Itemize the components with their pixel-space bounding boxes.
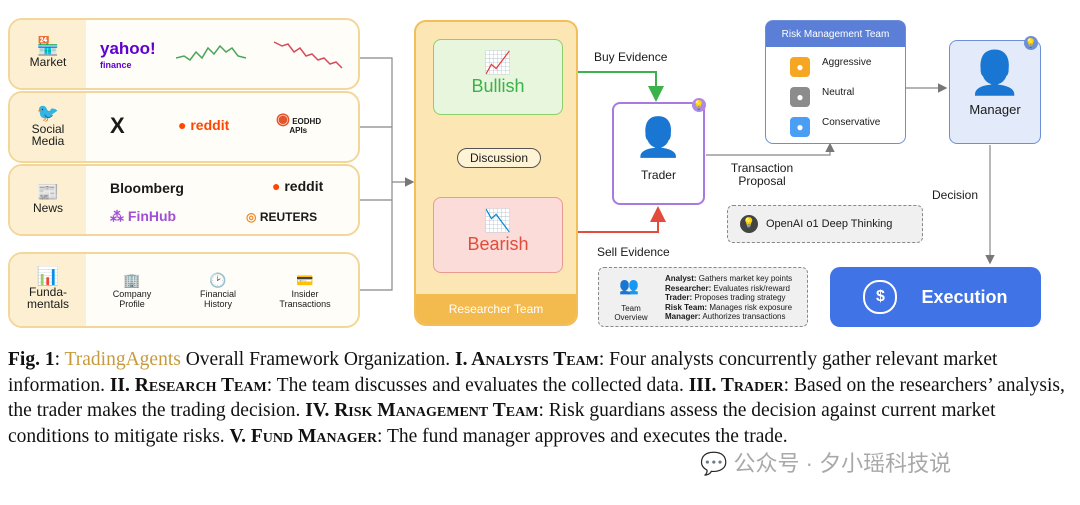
watermark: 💬 公众号 · 夕小瑶科技说: [700, 451, 952, 476]
team-overview-label: Team Overview: [614, 304, 648, 322]
fundamentals-category: 📊 Funda-mentals: [10, 254, 86, 326]
bloomberg-logo: Bloomberg: [110, 180, 184, 196]
chart-down-icon: 📉: [484, 208, 512, 233]
project-name: TradingAgents: [64, 349, 181, 370]
reddit-logo: ● reddit: [178, 117, 230, 133]
finhub-logo: ⁂ FinHub: [110, 208, 177, 224]
news-label: News: [32, 201, 63, 215]
financial-history: 🕑 Financial History: [188, 272, 248, 309]
trader-person-icon: 👤: [634, 117, 683, 159]
deep-thinking-box: 💡 OpenAI o1 Deep Thinking: [727, 205, 923, 243]
discussion-label: Discussion: [457, 148, 541, 168]
bearish-box: 📉 Bearish: [433, 197, 563, 273]
bearish-label: Bearish: [467, 234, 529, 254]
social-media-row: 🐦 Social Media X ● reddit ◉ EODHD APIs: [8, 91, 360, 163]
bar-chart-icon: 📊: [36, 266, 60, 286]
market-category: 🏪 Market: [10, 20, 86, 88]
team-icon: 👥: [619, 278, 639, 295]
person-icon: ●: [790, 117, 810, 137]
lightbulb-icon: 💡: [692, 98, 706, 112]
figure-number: Fig. 1: [8, 349, 55, 370]
green-price-chart-icon: [176, 44, 247, 62]
chart-up-icon: 📈: [484, 50, 512, 75]
buy-evidence-label: Buy Evidence: [594, 50, 668, 64]
risk-conservative: ● Conservative: [790, 117, 894, 137]
market-row: 🏪 Market yahoo!finance: [8, 18, 360, 90]
deep-thinking-label: OpenAI o1 Deep Thinking: [766, 218, 893, 230]
overview-row: Manager: Authorizes transactions: [665, 312, 786, 322]
bullish-label: Bullish: [471, 76, 525, 96]
risk-neutral: ● Neutral: [790, 87, 894, 107]
building-icon: 🏢: [123, 272, 141, 288]
researcher-team: 📈 Bullish Discussion 📉 Bearish Researche…: [414, 20, 578, 326]
manager-person-icon: 👤: [968, 49, 1022, 96]
news-row: 📰 News Bloomberg ● reddit ⁂ FinHub ◎ REU…: [8, 164, 360, 236]
overview-row: Risk Team: Manages risk exposure: [665, 302, 793, 312]
overview-row: Researcher: Evaluates risk/reward: [665, 283, 790, 293]
insider-transactions: 💳 Insider Transactions: [272, 272, 338, 309]
person-icon: ●: [790, 57, 810, 77]
risk-aggressive: ● Aggressive: [790, 57, 894, 77]
execution-label: Execution: [921, 286, 1008, 307]
manager-box: 👤 Manager: [949, 40, 1041, 144]
overview-row: Analyst: Gathers market key points: [665, 274, 793, 283]
execution-box: $ Execution: [830, 267, 1041, 327]
trader-label: Trader: [641, 168, 676, 182]
x-logo: X: [110, 113, 125, 138]
transaction-proposal-label: Transaction Proposal: [730, 161, 794, 188]
team-overview-box: 👥 Team Overview Analyst: Gathers market …: [598, 267, 808, 327]
sell-evidence-label: Sell Evidence: [597, 245, 670, 259]
eodhd-logo: ◉ EODHD APIs: [276, 111, 322, 136]
card-icon: 💳: [296, 272, 314, 288]
figure-caption: Fig. 1: TradingAgents Overall Framework …: [8, 349, 1065, 447]
store-icon: 🏪: [36, 36, 60, 56]
wechat-icon: 💬: [700, 451, 728, 476]
red-price-chart-icon: [273, 41, 343, 69]
twitter-bird-icon: 🐦: [36, 103, 60, 123]
reddit-logo: ● reddit: [272, 178, 324, 194]
history-icon: 🕑: [209, 272, 227, 288]
news-category: 📰 News: [10, 166, 86, 234]
overview-rows: Analyst: Gathers market key points Resea…: [665, 274, 792, 322]
bullish-box: 📈 Bullish: [433, 39, 563, 115]
decision-label: Decision: [932, 188, 979, 202]
trader-box: 👤 Trader: [612, 102, 705, 205]
company-profile: 🏢 Company Profile: [102, 272, 162, 309]
lightbulb-icon: 💡: [740, 215, 758, 233]
newspaper-icon: 📰: [36, 182, 60, 202]
fundamentals-label: Funda-mentals: [26, 285, 70, 311]
manager-label: Manager: [969, 102, 1021, 117]
yahoo-finance-logo: yahoo!finance: [100, 39, 156, 70]
dollar-cycle-icon: $: [863, 280, 898, 314]
reuters-logo: ◎ REUTERS: [246, 210, 318, 224]
lightbulb-icon: 💡: [1024, 36, 1038, 50]
researcher-team-label: Researcher Team: [416, 294, 576, 324]
risk-management-team: Risk Management Team ● Aggressive ● Neut…: [765, 20, 906, 144]
social-media-label: Social Media: [31, 122, 65, 148]
risk-team-title: Risk Management Team: [766, 21, 905, 47]
market-label: Market: [29, 55, 67, 69]
person-icon: ●: [790, 87, 810, 107]
fundamentals-row: 📊 Funda-mentals 🏢 Company Profile 🕑 Fina…: [8, 252, 360, 328]
overview-row: Trader: Proposes trading strategy: [665, 293, 786, 303]
social-media-category: 🐦 Social Media: [10, 93, 86, 161]
